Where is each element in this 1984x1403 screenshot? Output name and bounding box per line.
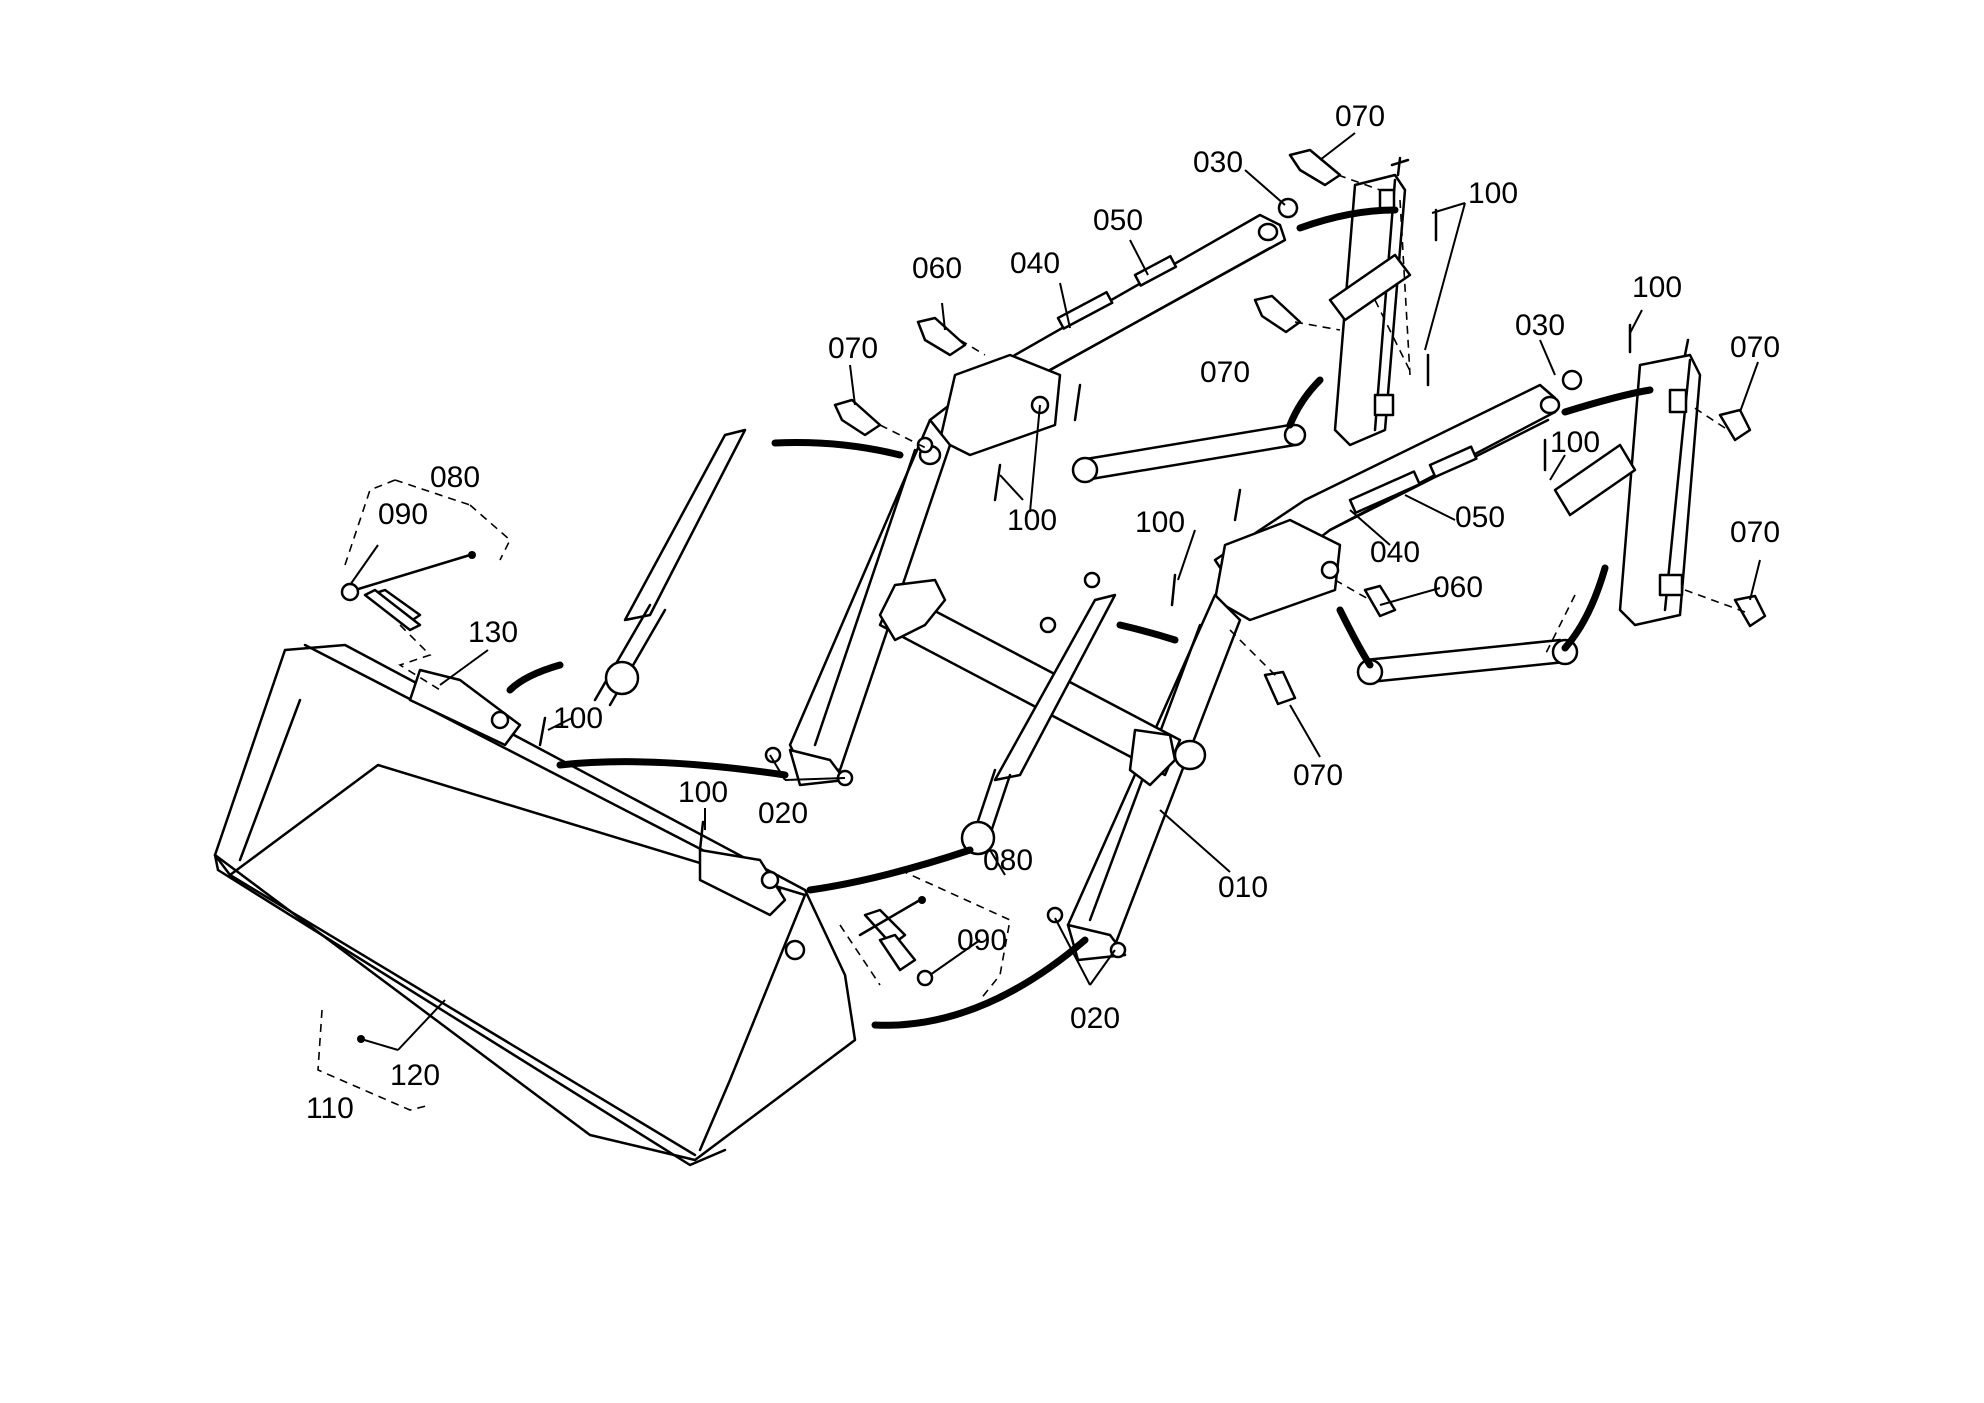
callout-110: 110 xyxy=(306,1092,354,1125)
bucket-cylinder-right xyxy=(960,593,1117,856)
callout-050-left: 050 xyxy=(1093,204,1143,237)
callout-130: 130 xyxy=(468,616,518,649)
callout-080-top: 080 xyxy=(430,461,480,494)
callout-070-right-top: 070 xyxy=(1730,331,1780,364)
callout-labels: 070 030 100 050 040 060 070 070 100 030 … xyxy=(306,100,1780,1125)
callout-100-bucket-mid: 100 xyxy=(678,776,728,809)
callout-040-right: 040 xyxy=(1370,536,1420,569)
kit-bracket-080-bottom xyxy=(858,869,1011,1001)
lift-cylinder-left xyxy=(1071,423,1307,484)
callout-070-right-bottom: 070 xyxy=(1293,759,1343,792)
callout-040-left: 040 xyxy=(1010,247,1060,280)
callout-070-top: 070 xyxy=(1335,100,1385,133)
callout-090-top: 090 xyxy=(378,498,428,531)
callout-100-top: 100 xyxy=(1468,177,1518,210)
bucket xyxy=(213,643,857,1167)
callout-leaders xyxy=(349,132,1761,1051)
callout-070-right-mid: 070 xyxy=(1730,516,1780,549)
callout-060-left: 060 xyxy=(912,252,962,285)
left-loader-arm xyxy=(788,213,1287,787)
callout-100-right-top: 100 xyxy=(1632,271,1682,304)
lift-cylinder-right xyxy=(1356,638,1579,686)
top-mount-bracket xyxy=(1328,156,1412,447)
callout-050-right: 050 xyxy=(1455,501,1505,534)
callout-100-left-arm: 100 xyxy=(1007,504,1057,537)
callout-030-top: 030 xyxy=(1193,146,1243,179)
bucket-cylinder-left xyxy=(593,428,747,707)
callout-100-bucket-left: 100 xyxy=(553,702,603,735)
callout-100-right-bracket: 100 xyxy=(1550,426,1600,459)
cotter-pins xyxy=(538,208,1632,852)
callout-010: 010 xyxy=(1218,871,1268,904)
callout-090-bottom: 090 xyxy=(957,924,1007,957)
callout-020-right: 020 xyxy=(1070,1002,1120,1035)
callout-060-right: 060 xyxy=(1433,571,1483,604)
callout-030-right: 030 xyxy=(1515,309,1565,342)
assembly-arrows xyxy=(506,206,1654,1029)
callout-100-right-arm: 100 xyxy=(1135,506,1185,539)
callout-080-bottom: 080 xyxy=(983,844,1033,877)
callout-070-left: 070 xyxy=(828,332,878,365)
dashed-center-lines xyxy=(398,174,1746,986)
callout-120: 120 xyxy=(390,1059,440,1092)
callout-020-left: 020 xyxy=(758,797,808,830)
cross-tube xyxy=(878,578,1182,787)
right-mount-bracket xyxy=(1553,338,1702,627)
callout-070-left-mid: 070 xyxy=(1200,356,1250,389)
